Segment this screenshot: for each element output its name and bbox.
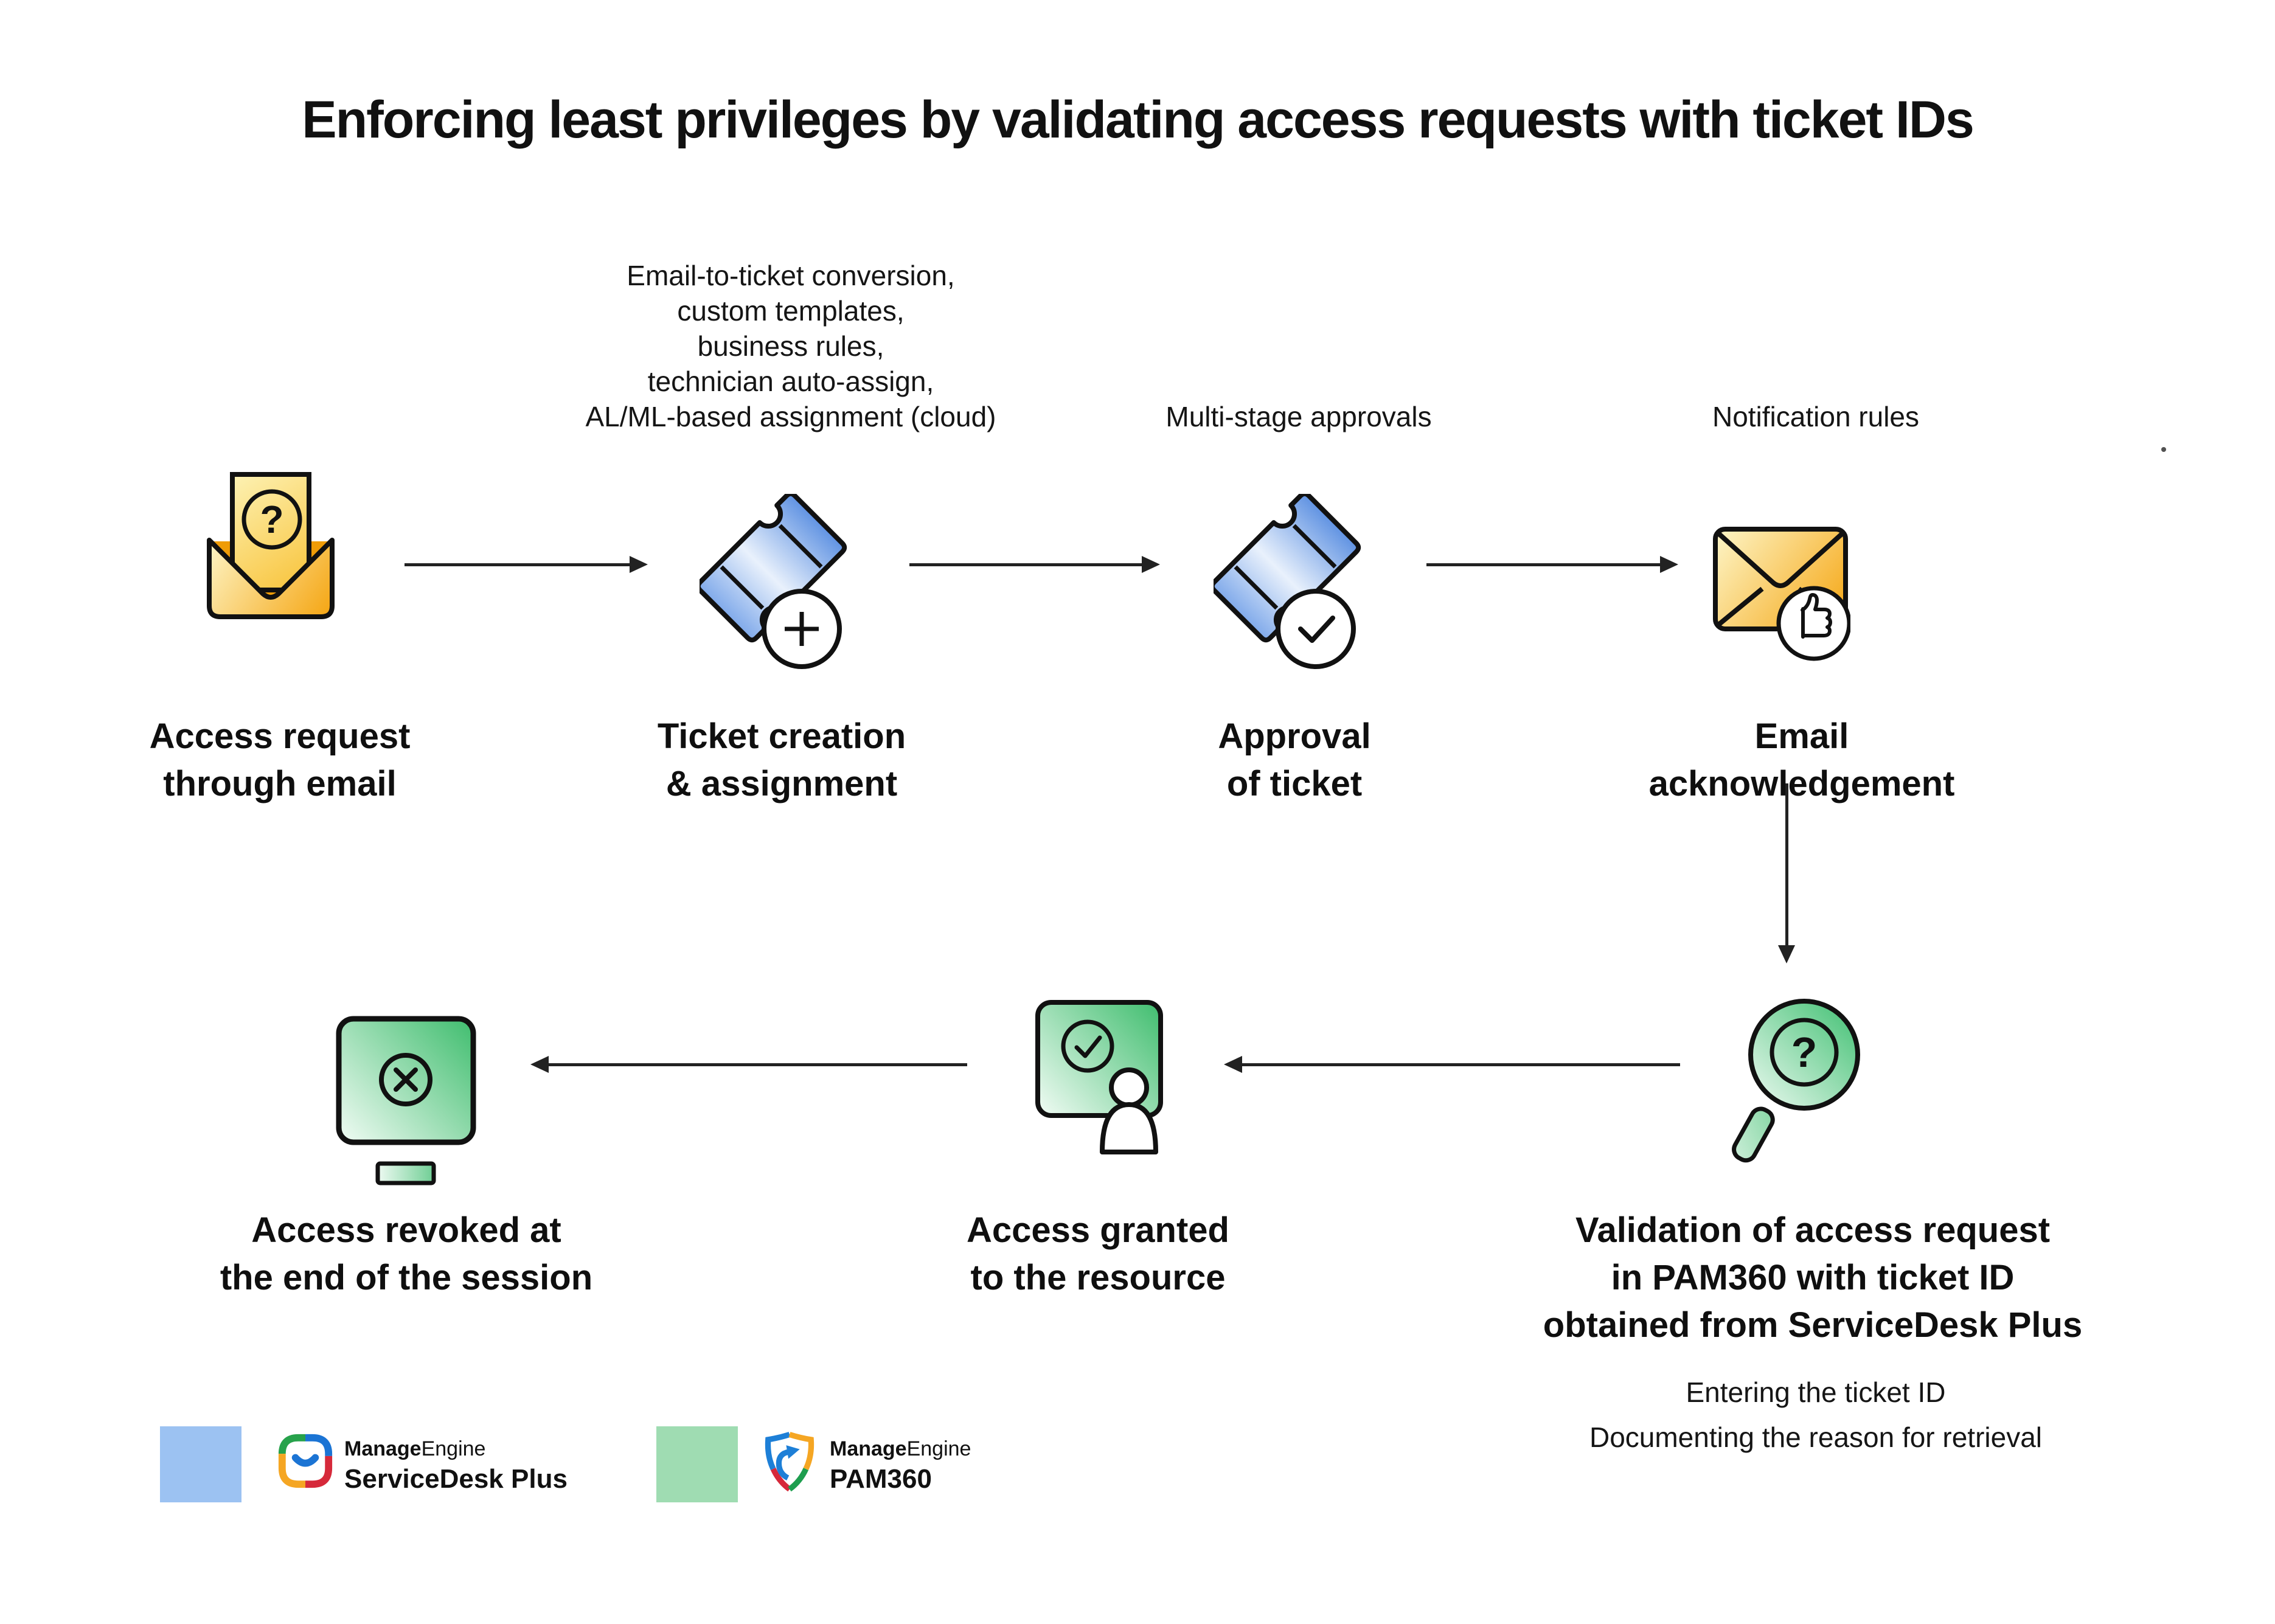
arrow-step6-to-step7 bbox=[530, 1056, 967, 1073]
label-access-request: Access request through email bbox=[149, 717, 411, 803]
email-thumbs-up-icon bbox=[1711, 524, 1852, 665]
servicedesk-plus-logo-icon bbox=[275, 1431, 336, 1491]
label-access-revoked: Access revoked at the end of the session bbox=[220, 1210, 593, 1297]
resource-granted-person-icon bbox=[1033, 998, 1173, 1162]
page-title: Enforcing least privileges by validating… bbox=[302, 91, 1975, 149]
arrow-step3-to-step4 bbox=[1426, 556, 1678, 573]
note-ticket-creation: Email-to-ticket conversion, custom templ… bbox=[585, 260, 996, 432]
question-glyph: ? bbox=[260, 498, 283, 541]
note-approval: Multi-stage approvals bbox=[1165, 401, 1432, 432]
artifact-dot bbox=[2161, 447, 2166, 452]
label-access-granted: Access granted to the resource bbox=[967, 1210, 1229, 1297]
product-servicedesk-plus: ServiceDesk Plus bbox=[344, 1464, 568, 1494]
arrow-step5-to-step6 bbox=[1224, 1056, 1680, 1073]
product-pam360: PAM360 bbox=[830, 1464, 932, 1494]
brand-manageengine: ManageEngine bbox=[830, 1437, 971, 1460]
label-email-ack: Email acknowledgement bbox=[1648, 717, 1955, 803]
legend-swatch-servicedesk bbox=[160, 1426, 241, 1502]
ticket-approved-icon bbox=[1209, 491, 1366, 676]
arrow-step4-to-step5 bbox=[1778, 783, 1795, 963]
label-validation: Validation of access request in PAM360 w… bbox=[1543, 1210, 2083, 1345]
legend-servicedesk: ManageEngine ServiceDesk Plus bbox=[344, 1437, 568, 1495]
note-validation: Entering the ticket ID Documenting the r… bbox=[1589, 1376, 2043, 1453]
ticket-add-icon bbox=[695, 491, 852, 676]
monitor-revoked-icon bbox=[332, 1012, 481, 1195]
label-ticket-creation: Ticket creation & assignment bbox=[657, 717, 906, 803]
label-approval: Approval of ticket bbox=[1218, 717, 1371, 803]
note-email-ack: Notification rules bbox=[1712, 401, 1920, 432]
email-question-icon: ? bbox=[201, 470, 341, 620]
legend-pam360: ManageEngine PAM360 bbox=[830, 1437, 971, 1495]
search-question-icon: ? bbox=[1726, 993, 1866, 1182]
brand-manageengine: ManageEngine bbox=[344, 1437, 486, 1460]
pam360-logo-icon bbox=[762, 1431, 817, 1493]
legend-swatch-pam360 bbox=[656, 1426, 738, 1502]
arrow-step1-to-step2 bbox=[405, 556, 648, 573]
arrow-step2-to-step3 bbox=[909, 556, 1160, 573]
question-glyph: ? bbox=[1791, 1029, 1818, 1076]
